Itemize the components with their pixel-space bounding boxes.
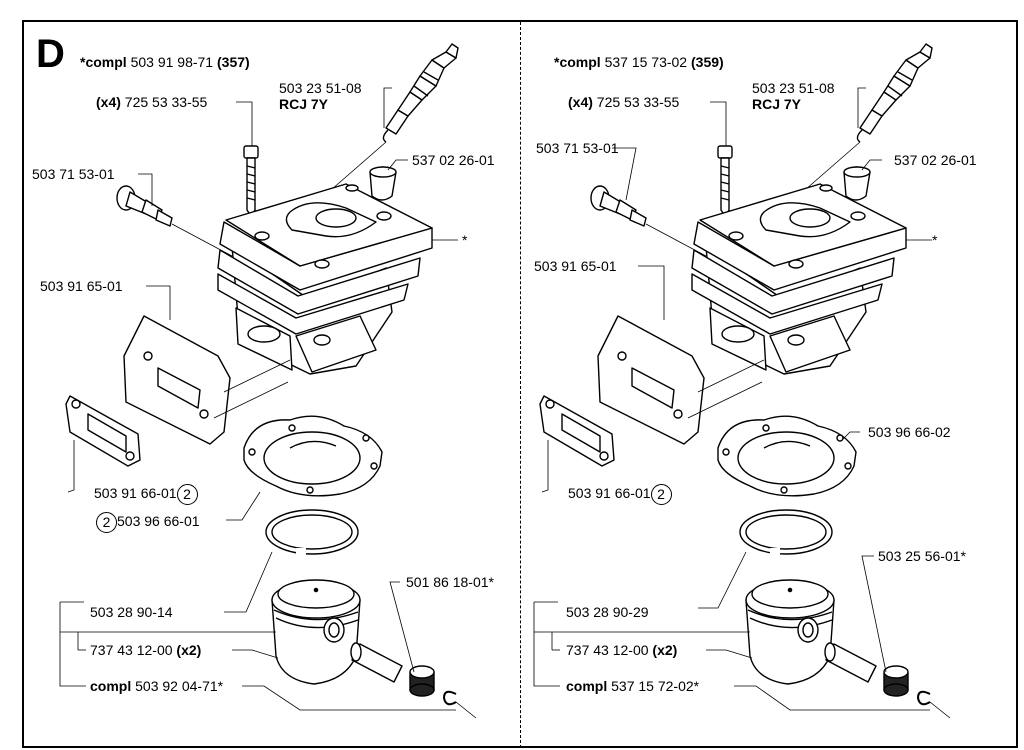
right-piston-compl: compl 537 15 72-02* — [566, 678, 699, 694]
left-circlip: 737 43 12-00 (x2) — [90, 642, 201, 658]
left-screw-qty: (x4) — [96, 94, 121, 110]
left-compl-qty: (357) — [217, 54, 250, 70]
left-spark-plug-part: 503 23 51-08 — [279, 80, 362, 96]
right-spark-plug-part: 503 23 51-08 — [752, 80, 835, 96]
right-cap-part: 537 02 26-01 — [894, 152, 977, 168]
right-leader-lines — [533, 87, 930, 711]
right-compl-number: 537 15 73-02 — [604, 54, 688, 70]
left-flange-gasket-ref: 2 — [176, 484, 198, 505]
right-decomp-valve: 503 71 53-01 — [536, 140, 619, 156]
right-piston: 503 28 90-29 — [566, 604, 649, 620]
left-screw-part: 725 53 33-55 — [124, 94, 208, 110]
right-piston-compl-prefix: compl — [566, 678, 608, 694]
left-base-gasket-part: 503 96 66-01 — [117, 513, 200, 530]
right-compl-qty: (359) — [691, 54, 724, 70]
left-flange-gasket-part: 503 91 66-01 — [94, 485, 177, 502]
left-circlip-qty: (x2) — [176, 642, 202, 658]
left-compl-prefix: *compl — [80, 54, 127, 70]
left-bearing: 501 86 18-01* — [406, 574, 494, 590]
left-compl-number: 503 91 98-71 — [130, 54, 214, 70]
right-spark-plug-type: RCJ 7Y — [752, 96, 802, 112]
left-screw-label: (x4) 725 53 33-55 — [96, 94, 207, 110]
left-leader-lines — [59, 87, 456, 711]
left-piston-compl-prefix: compl — [90, 678, 132, 694]
right-circlip-part: 737 43 12-00 — [566, 642, 649, 658]
right-base-gasket: 503 96 66-02 — [868, 424, 951, 440]
left-decomp-valve: 503 71 53-01 — [32, 166, 115, 182]
right-compl-prefix: *compl — [554, 54, 601, 70]
right-flange-gasket-ref: 2 — [650, 484, 672, 505]
left-piston: 503 28 90-14 — [90, 604, 173, 620]
section-letter: D — [36, 32, 65, 76]
right-screw-part: 725 53 33-55 — [596, 94, 680, 110]
left-base-gasket-ref: 2 — [96, 512, 117, 533]
left-circlip-part: 737 43 12-00 — [90, 642, 173, 658]
left-spark-plug-type: RCJ 7Y — [279, 96, 329, 112]
right-circlip-qty: (x2) — [652, 642, 678, 658]
right-compl-label: *compl 537 15 73-02 (359) — [554, 54, 724, 70]
right-bearing: 503 25 56-01* — [878, 548, 966, 564]
right-cylinder-mark: * — [932, 232, 938, 248]
right-screw-qty: (x4) — [568, 94, 593, 110]
right-circlip: 737 43 12-00 (x2) — [566, 642, 677, 658]
left-compl-label: *compl 503 91 98-71 (357) — [80, 54, 250, 70]
left-piston-compl: compl 503 92 04-71* — [90, 678, 223, 694]
left-cylinder-mark: * — [462, 232, 468, 248]
left-cap-part: 537 02 26-01 — [412, 152, 495, 168]
right-piston-compl-number: 537 15 72-02* — [611, 678, 700, 694]
section-divider — [520, 22, 521, 748]
left-heat-shield: 503 91 65-01 — [40, 278, 123, 294]
right-flange-gasket-part: 503 91 66-01 — [568, 485, 651, 502]
right-screw-label: (x4) 725 53 33-55 — [568, 94, 679, 110]
right-heat-shield: 503 91 65-01 — [534, 258, 617, 274]
left-piston-compl-number: 503 92 04-71* — [135, 678, 224, 694]
